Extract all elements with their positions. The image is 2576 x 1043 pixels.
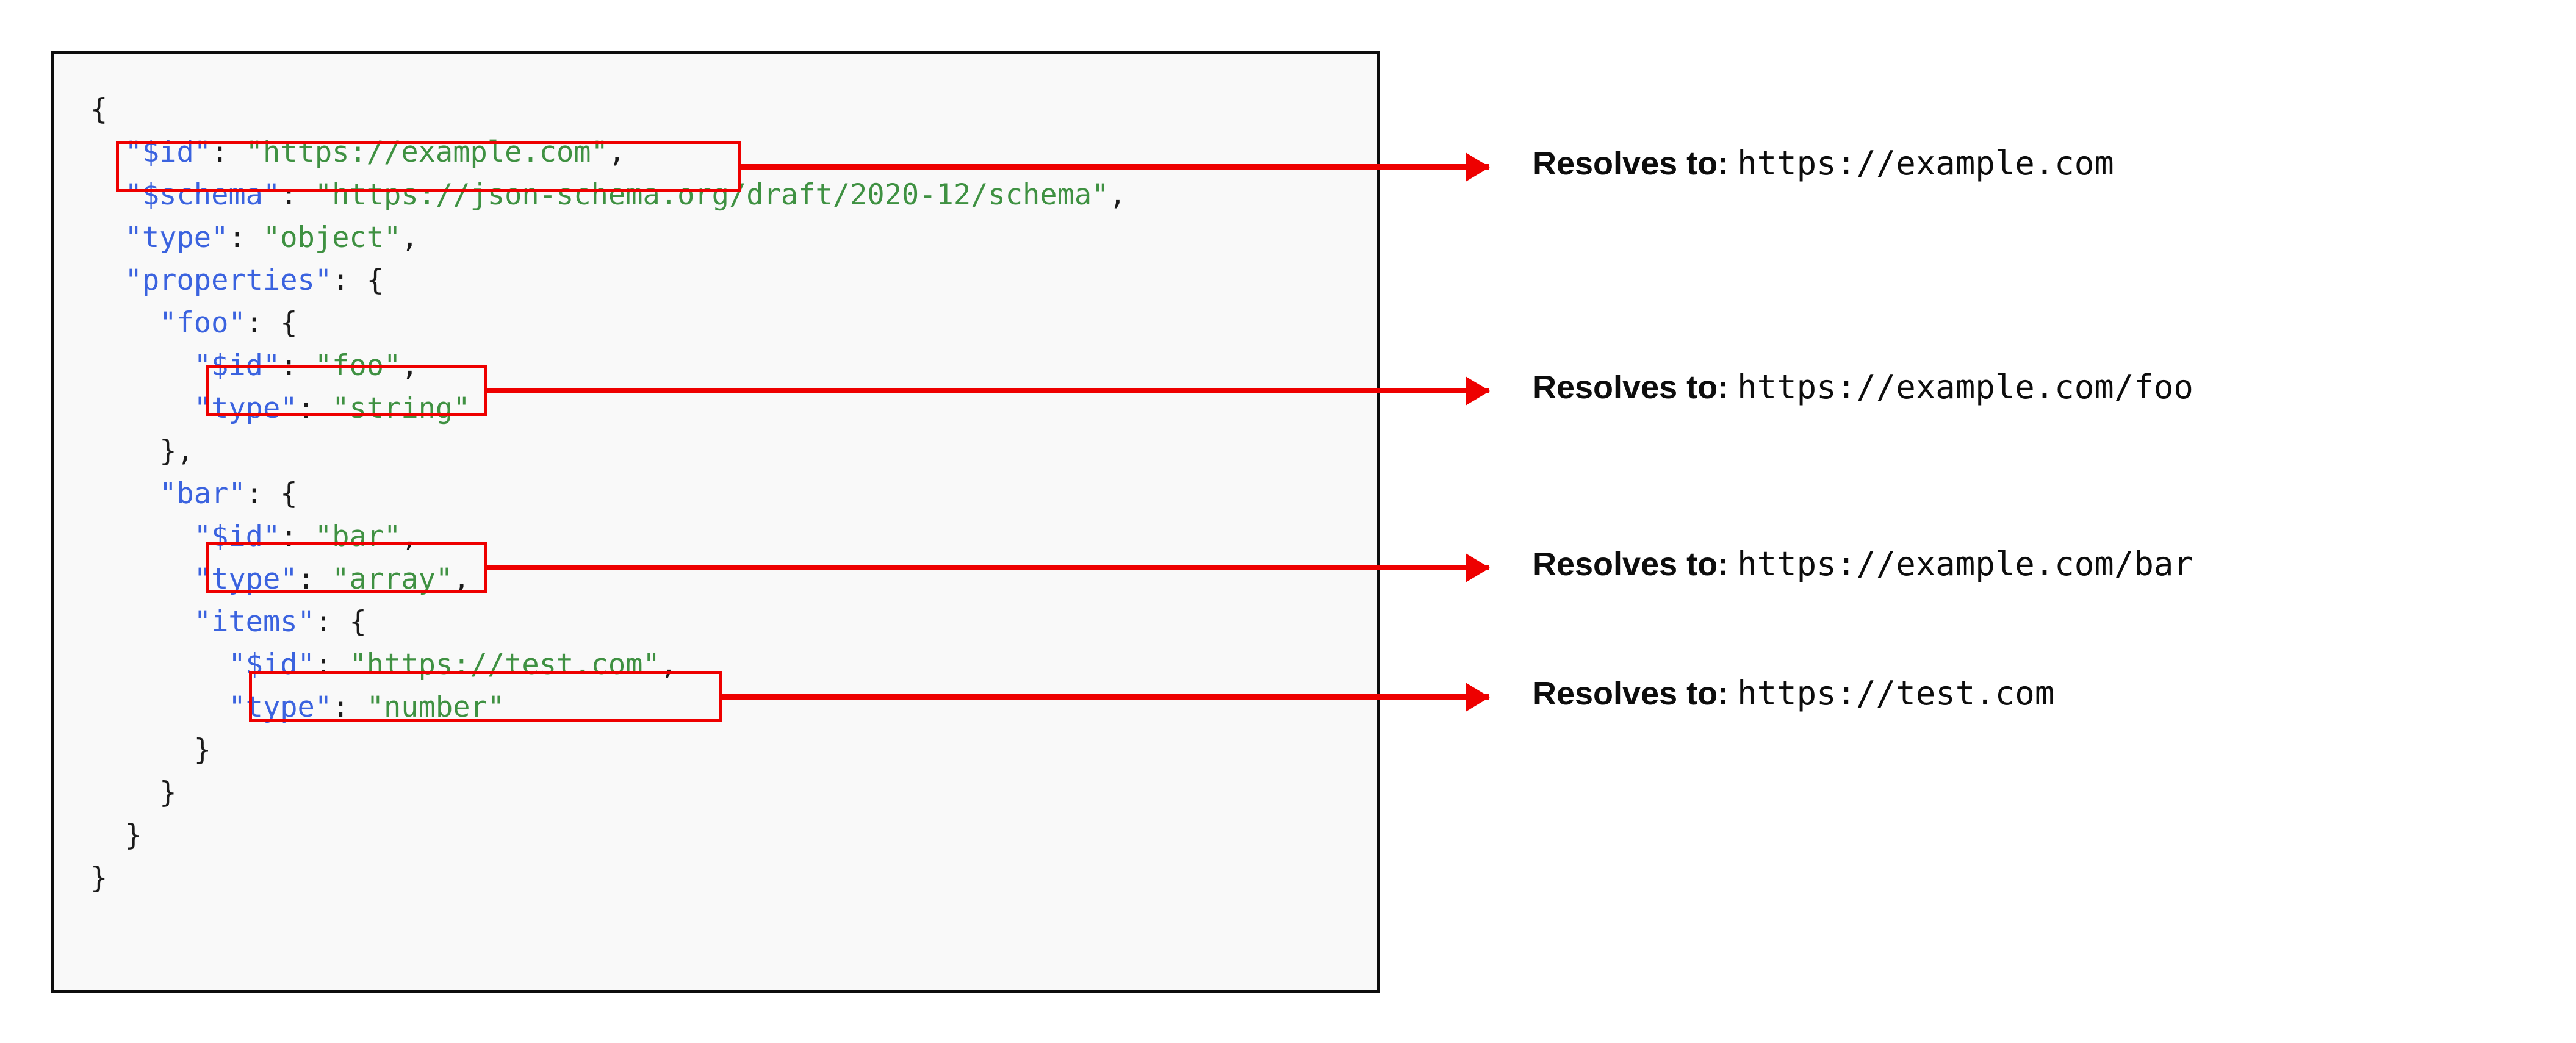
resolved-url-value: https://example.com/bar <box>1737 545 2193 583</box>
code-token-key: "type" <box>193 392 298 425</box>
resolves-to-label: Resolves to: <box>1533 546 1729 582</box>
code-token-punc: } <box>124 819 142 852</box>
code-indent <box>90 392 194 425</box>
code-token-key: "type" <box>124 221 229 254</box>
code-line: { <box>90 88 1126 131</box>
code-token-key: "properties" <box>124 263 333 297</box>
code-line: } <box>90 729 1126 772</box>
code-line: "properties": { <box>90 259 1126 302</box>
resolves-bar: Resolves to:https://example.com/bar <box>1533 545 2193 583</box>
code-token-punc: , <box>401 221 419 254</box>
code-token-punc: : <box>314 648 350 681</box>
code-token-punc: : { <box>332 263 384 297</box>
code-token-str: "number" <box>366 690 505 724</box>
json-code-panel: { "$id": "https://example.com", "$schema… <box>51 51 1380 993</box>
code-indent <box>90 221 125 254</box>
code-token-key: "$schema" <box>124 178 281 212</box>
code-token-punc: , <box>401 520 419 553</box>
code-indent <box>90 263 125 297</box>
code-line: "$id": "https://test.com", <box>90 643 1126 686</box>
code-token-str: "bar" <box>314 520 401 553</box>
resolved-url-value: https://example.com <box>1737 144 2114 182</box>
code-line: "type": "number" <box>90 686 1126 729</box>
code-line: } <box>90 772 1126 814</box>
code-line: "$schema": "https://json-schema.org/draf… <box>90 174 1126 217</box>
code-indent <box>90 776 159 809</box>
code-token-key: "foo" <box>159 306 246 340</box>
resolves-to-label: Resolves to: <box>1533 145 1729 182</box>
code-token-punc: : { <box>314 605 367 639</box>
code-indent <box>90 819 125 852</box>
code-line: } <box>90 857 1126 900</box>
highlight-box-foo-id <box>206 365 487 416</box>
code-indent <box>90 349 194 382</box>
code-indent <box>90 733 194 767</box>
code-indent <box>90 562 194 596</box>
code-token-punc: , <box>1109 178 1126 212</box>
resolved-url-value: https://example.com/foo <box>1737 368 2193 406</box>
code-token-punc: } <box>90 861 108 895</box>
code-indent <box>90 648 228 681</box>
code-token-punc: : <box>280 520 315 553</box>
resolves-to-label: Resolves to: <box>1533 675 1729 712</box>
code-token-punc: : <box>297 392 333 425</box>
json-code-listing: { "$id": "https://example.com", "$schema… <box>90 88 1126 900</box>
code-token-punc: }, <box>159 434 194 468</box>
code-line: "foo": { <box>90 302 1126 345</box>
code-token-key: "bar" <box>159 477 246 511</box>
code-line: "type": "string" <box>90 387 1126 430</box>
resolves-root: Resolves to:https://example.com <box>1533 144 2114 182</box>
code-token-punc: , <box>660 648 678 681</box>
highlight-box-items-id <box>249 671 722 722</box>
code-token-punc: : <box>332 690 367 724</box>
code-indent <box>90 690 228 724</box>
code-token-punc: : <box>280 178 315 212</box>
arrow-root-id <box>741 164 1489 170</box>
code-token-str: "https://test.com" <box>349 648 660 681</box>
resolves-items: Resolves to:https://test.com <box>1533 674 2054 712</box>
resolves-foo: Resolves to:https://example.com/foo <box>1533 368 2193 406</box>
code-line: }, <box>90 430 1126 473</box>
arrow-items-id <box>722 694 1489 700</box>
code-token-punc: : { <box>245 477 298 511</box>
highlight-box-bar-id <box>206 542 487 593</box>
arrow-bar-id <box>487 565 1489 570</box>
code-token-str: "string" <box>332 392 470 425</box>
resolved-url-value: https://test.com <box>1737 674 2055 712</box>
code-indent <box>90 477 159 511</box>
code-indent <box>90 520 194 553</box>
code-token-punc: } <box>193 733 212 767</box>
code-line: } <box>90 814 1126 857</box>
code-token-str: "https://json-schema.org/draft/2020-12/s… <box>314 178 1109 212</box>
code-line: "bar": { <box>90 473 1126 515</box>
resolves-to-label: Resolves to: <box>1533 369 1729 406</box>
code-indent <box>90 605 194 639</box>
code-line: "items": { <box>90 601 1126 643</box>
code-token-key: "$id" <box>228 648 315 681</box>
code-token-str: "object" <box>262 221 401 254</box>
code-line: "type": "object", <box>90 217 1126 259</box>
code-indent <box>90 434 159 468</box>
code-indent <box>90 306 159 340</box>
highlight-box-root-id <box>116 141 741 192</box>
arrow-foo-id <box>487 388 1489 393</box>
code-token-punc: : { <box>245 306 298 340</box>
code-token-key: "type" <box>228 690 333 724</box>
code-token-punc: : <box>228 221 263 254</box>
code-token-key: "items" <box>193 605 315 639</box>
code-token-punc: { <box>90 93 108 126</box>
code-token-punc: } <box>159 776 177 809</box>
